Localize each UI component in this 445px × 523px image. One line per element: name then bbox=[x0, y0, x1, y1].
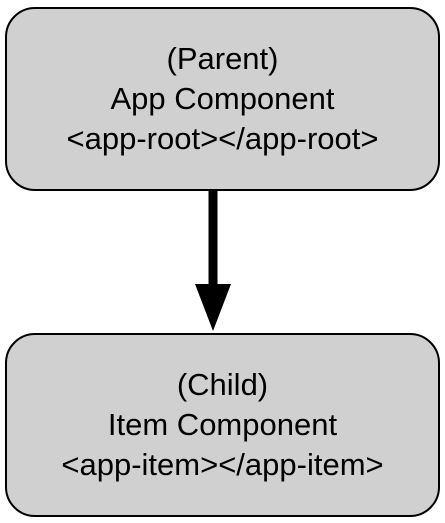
parent-role-label: (Parent) bbox=[166, 41, 279, 76]
arrow-head bbox=[195, 284, 231, 331]
parent-component-node: (Parent) App Component <app-root></app-r… bbox=[5, 7, 440, 191]
child-component-node: (Child) Item Component <app-item></app-i… bbox=[5, 333, 440, 517]
child-component-name: Item Component bbox=[107, 407, 338, 442]
parent-selector: <app-root></app-root> bbox=[66, 121, 379, 156]
child-role-label: (Child) bbox=[176, 367, 269, 402]
child-selector: <app-item></app-item> bbox=[61, 447, 384, 482]
parent-component-name: App Component bbox=[110, 81, 335, 116]
